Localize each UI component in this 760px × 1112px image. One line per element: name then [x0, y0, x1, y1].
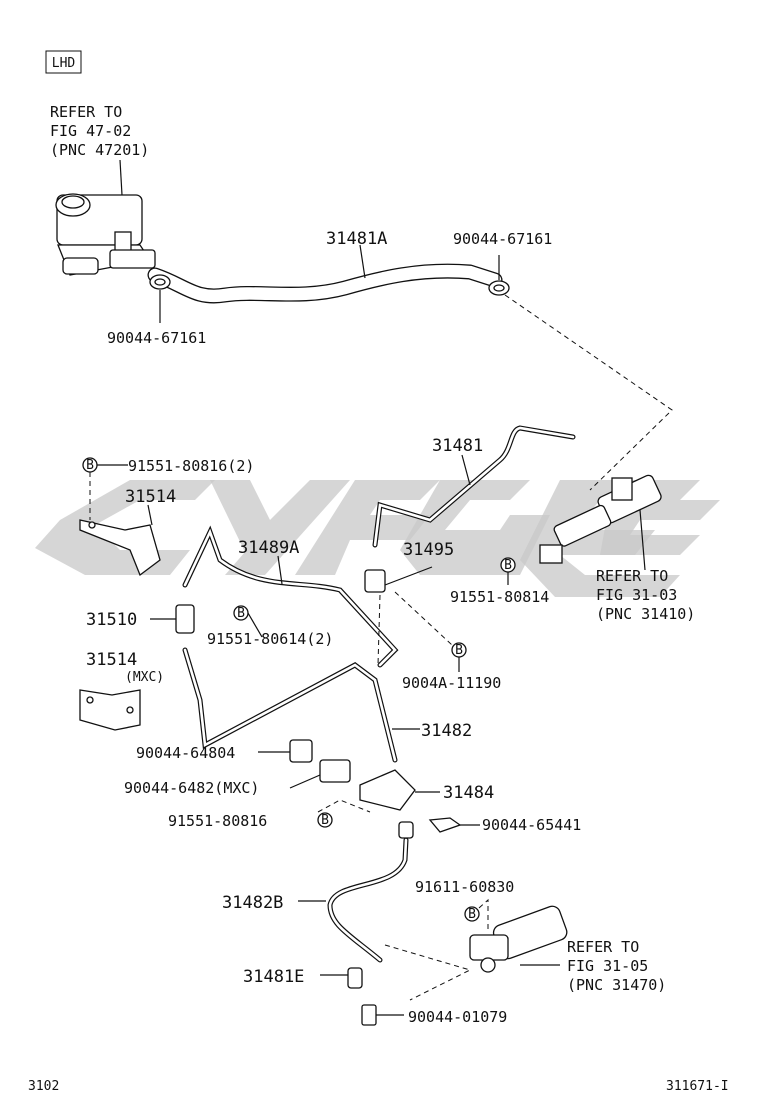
label-31489A: 31489A [238, 538, 299, 558]
footer-illustration-id: 311671-I [666, 1079, 729, 1094]
label-31482: 31482 [421, 721, 472, 741]
svg-text:(PNC 31470): (PNC 31470) [567, 976, 666, 994]
label-9004A-11190: 9004A-11190 [402, 674, 501, 692]
bracket-31484 [359, 769, 440, 811]
clutch-master-cylinder [539, 474, 662, 571]
dashed-leader-lower [384, 944, 472, 1001]
hose-clamp-right [488, 255, 510, 296]
label-90044-67161-left: 90044-67161 [107, 329, 206, 347]
clutch-pipe-31481 [372, 425, 576, 548]
watermark-logo [35, 480, 720, 597]
label-31514-top: 31514 [125, 487, 176, 507]
union-31510 [150, 604, 195, 634]
clutch-master-reservoir [55, 159, 156, 276]
clutch-release-cylinder [469, 905, 568, 973]
label-91611-60830: 91611-60830 [415, 878, 514, 896]
bracket-31514 [79, 504, 161, 577]
label-31481A: 31481A [326, 229, 387, 249]
bolt-90044-01079 [361, 1004, 404, 1026]
svg-text:B: B [455, 643, 463, 658]
label-31514-mxc: 31514 [86, 650, 137, 670]
clamp-90044-6482-mxc [289, 759, 351, 789]
dashed-leader [504, 294, 673, 491]
svg-text:REFER TO: REFER TO [567, 938, 639, 956]
label-90044-6482-mxc: 90044-6482(MXC) [124, 779, 259, 797]
bolt-marker-3: B [500, 557, 516, 573]
label-31482B: 31482B [222, 893, 283, 913]
bolt-marker-2: B [233, 605, 249, 621]
svg-text:B: B [468, 907, 476, 922]
svg-text:(PNC 31410): (PNC 31410) [596, 605, 695, 623]
label-31495: 31495 [403, 540, 454, 560]
label-31484: 31484 [443, 783, 494, 803]
svg-text:B: B [321, 813, 329, 828]
clamp-90044-64804 [258, 739, 313, 763]
bolt-marker-6: B [464, 906, 480, 922]
svg-text:B: B [237, 606, 245, 621]
svg-text:FIG 31-05: FIG 31-05 [567, 957, 648, 975]
reservoir-hose-31481A [147, 244, 503, 304]
label-mxc: (MXC) [125, 670, 164, 685]
svg-text:FIG 31-03: FIG 31-03 [596, 586, 677, 604]
release-cylinder-reference: REFER TO FIG 31-05 (PNC 31470) [567, 938, 666, 994]
svg-text:REFER TO: REFER TO [596, 567, 668, 585]
label-90044-64804: 90044-64804 [136, 744, 235, 762]
label-91551-80614-2: 91551-80614(2) [207, 630, 333, 648]
svg-text:REFER TO: REFER TO [50, 103, 122, 121]
clutch-pipe-31489A [182, 525, 399, 668]
union-31495 [364, 566, 433, 593]
bracket-31514-mxc [79, 689, 141, 731]
label-90044-01079: 90044-01079 [408, 1008, 507, 1026]
lhd-badge-box [45, 50, 82, 74]
svg-text:B: B [86, 458, 94, 473]
lhd-badge: LHD [52, 56, 76, 71]
footer-figure-number: 3102 [28, 1079, 59, 1094]
reservoir-reference: REFER TO FIG 47-02 (PNC 47201) [50, 103, 149, 159]
label-31510: 31510 [86, 610, 137, 630]
bolt-marker-4: B [451, 642, 467, 658]
flexible-hose-31482B [298, 821, 414, 963]
hose-clamp-left [149, 274, 171, 323]
master-cylinder-reference: REFER TO FIG 31-03 (PNC 31410) [596, 567, 695, 623]
clutch-pipe-31482 [182, 647, 420, 763]
label-90044-65441: 90044-65441 [482, 816, 581, 834]
label-31481E: 31481E [243, 967, 304, 987]
svg-text:B: B [504, 558, 512, 573]
part-31481E [320, 967, 363, 989]
label-91551-80816: 91551-80816 [168, 812, 267, 830]
label-31481: 31481 [432, 436, 483, 456]
bolt-marker-1: B [82, 457, 98, 473]
label-91551-80814: 91551-80814 [450, 588, 549, 606]
clip-90044-65441 [428, 817, 480, 833]
label-91551-80816-2: 91551-80816(2) [128, 457, 254, 475]
svg-text:(PNC 47201): (PNC 47201) [50, 141, 149, 159]
svg-text:FIG 47-02: FIG 47-02 [50, 122, 131, 140]
bolt-marker-5: B [317, 812, 333, 828]
label-90044-67161-top: 90044-67161 [453, 230, 552, 248]
